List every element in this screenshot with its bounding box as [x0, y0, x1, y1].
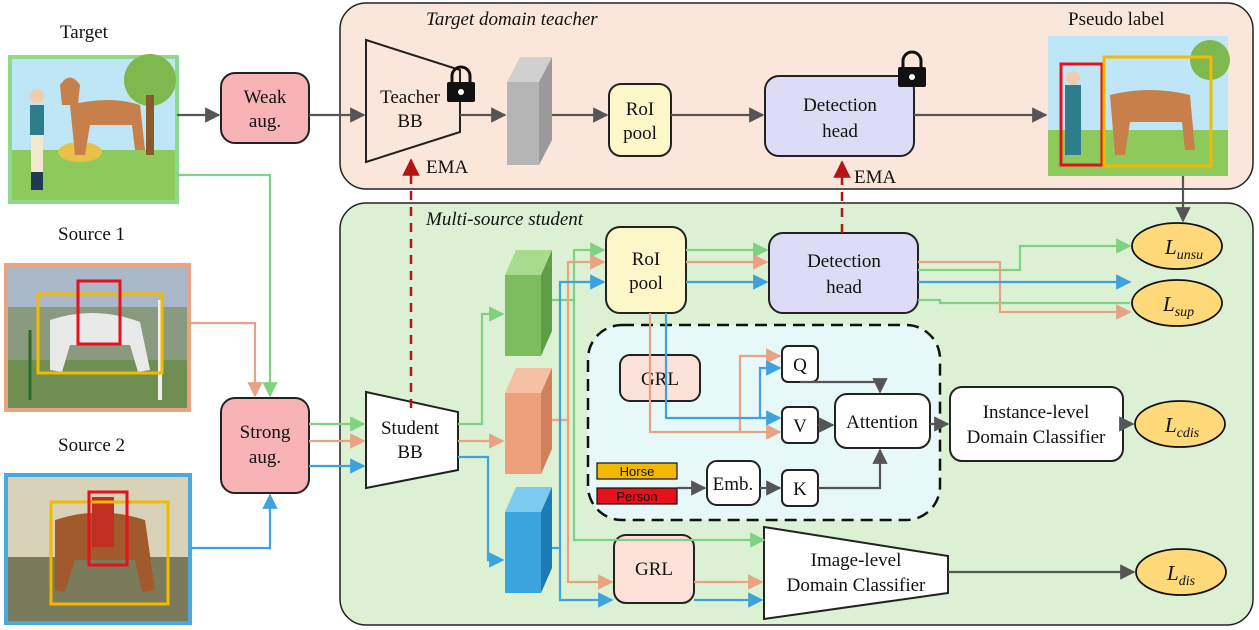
instance-classifier-box: [949, 386, 1124, 462]
teacher-det-line1: Detection: [803, 95, 877, 116]
teacher-roi-line1: RoI: [626, 99, 655, 120]
horse-tag-label: Horse: [620, 464, 655, 479]
k-label: K: [793, 479, 807, 500]
student-det-line1: Detection: [807, 251, 881, 272]
teacher-roi-line2: pool: [623, 123, 657, 144]
student-roi-line2: pool: [629, 273, 663, 294]
v-label: V: [793, 416, 807, 437]
lock-icon: [898, 50, 926, 87]
loss-cdis: Lcdis: [1134, 400, 1226, 448]
pseudo-label-title: Pseudo label: [1068, 9, 1165, 30]
source2-image: [4, 473, 192, 625]
svg-text:Ldis: Ldis: [1166, 561, 1196, 589]
student-feature-map-source2: [505, 487, 552, 593]
source2-image-title: Source 2: [58, 435, 125, 456]
horse-tag: [596, 462, 678, 480]
person-tag-label: Person: [616, 489, 657, 504]
svg-text:Lsup: Lsup: [1162, 292, 1194, 320]
source1-image-title: Source 1: [58, 224, 125, 245]
target-path-arrows: [177, 173, 1132, 548]
source2-path-arrows: [190, 274, 1132, 608]
student-det-line2: head: [826, 277, 862, 298]
student-bb-line2: BB: [397, 442, 422, 463]
image-classifier-trapezoid: [763, 525, 949, 621]
teacher-bb-trapezoid: [365, 38, 461, 164]
q-label: Q: [793, 355, 807, 376]
ema-label-teacher-bb: EMA: [426, 157, 469, 178]
image-classifier-line2: Domain Classifier: [787, 575, 926, 596]
weak-aug-box: [220, 72, 310, 144]
teacher-feature-map: [507, 57, 552, 165]
attention-box: [834, 393, 931, 449]
loss-unsu: Lunsu: [1131, 222, 1223, 270]
student-roi-line1: RoI: [632, 249, 661, 270]
grl-bottom-box: [613, 534, 695, 604]
teacher-panel-title: Target domain teacher: [426, 9, 598, 30]
student-panel-title: Multi-source student: [425, 209, 584, 230]
grl-inner-label: GRL: [641, 369, 679, 390]
emb-label: Emb.: [713, 474, 754, 495]
strong-aug-line2: aug.: [249, 447, 281, 468]
svg-text:Lunsu: Lunsu: [1164, 235, 1203, 263]
pseudo-label-image: [1048, 36, 1230, 176]
attention-label: Attention: [846, 412, 918, 433]
teacher-roi-pool-box: [608, 83, 672, 157]
grl-inner-box: [619, 354, 701, 402]
target-image: [8, 54, 179, 204]
loss-sup: Lsup: [1131, 279, 1223, 327]
student-bb-trapezoid: [365, 390, 459, 490]
svg-text:Lcdis: Lcdis: [1164, 413, 1200, 441]
student-feature-map-target: [505, 250, 552, 356]
lock-icon: [447, 65, 475, 102]
source1-path-arrows: [189, 254, 1132, 590]
person-tag: [596, 487, 678, 505]
student-detection-head-box: [768, 232, 919, 314]
teacher-bb-line1: Teacher: [380, 87, 441, 108]
strong-aug-box: [220, 397, 310, 494]
weak-aug-line1: Weak: [244, 87, 287, 108]
teacher-path-arrows: [177, 107, 1191, 580]
teacher-detection-head-box: [764, 75, 915, 157]
image-classifier-line1: Image-level: [811, 550, 902, 571]
target-image-title: Target: [60, 22, 109, 43]
loss-dis: Ldis: [1135, 548, 1227, 596]
ema-label-det-head: EMA: [854, 167, 897, 188]
instance-classifier-line1: Instance-level: [983, 402, 1090, 423]
strong-aug-line1: Strong: [240, 422, 291, 443]
instance-classifier-line2: Domain Classifier: [967, 427, 1106, 448]
student-feature-map-source1: [505, 368, 552, 474]
student-bb-line1: Student: [381, 418, 440, 439]
source1-image: [4, 263, 191, 412]
weak-aug-line2: aug.: [249, 111, 281, 132]
teacher-bb-line2: BB: [397, 111, 422, 132]
teacher-det-line2: head: [822, 121, 858, 142]
student-roi-pool-box: [605, 226, 687, 314]
emb-box: [706, 460, 761, 506]
grl-bottom-label: GRL: [635, 559, 673, 580]
